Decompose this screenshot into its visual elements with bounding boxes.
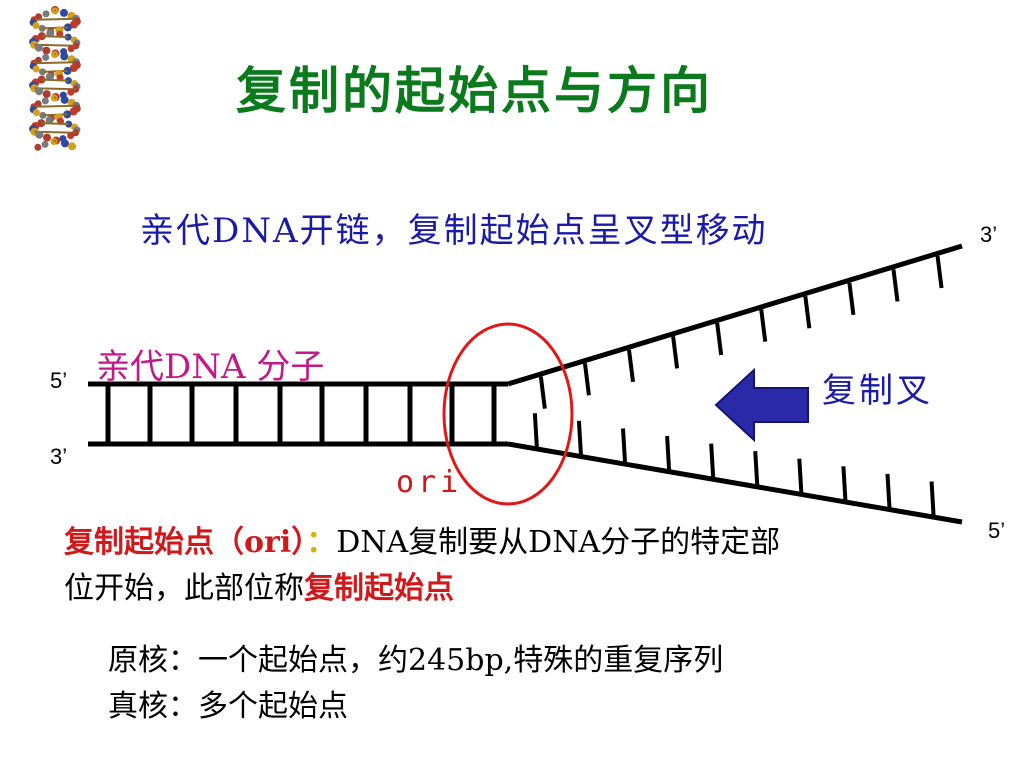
fork-tick — [538, 376, 547, 409]
eukaryote-note: 真核：多个起始点 — [108, 689, 348, 724]
helix-atom — [32, 22, 40, 29]
helix-atom — [32, 109, 40, 116]
fork-tick — [753, 451, 760, 486]
end-label-left-top: 5’ — [50, 368, 68, 393]
fork-tick — [665, 435, 672, 471]
fork-tick — [797, 458, 804, 493]
helix-atom — [67, 88, 75, 96]
helix-atom — [45, 116, 54, 125]
base-pair-rungs — [105, 384, 497, 444]
fork-lower-ticks — [532, 413, 936, 516]
helix-atom — [42, 46, 51, 55]
definition-text-2: 位开始，此部位称 — [64, 571, 304, 606]
helix-atom — [35, 87, 44, 96]
helix-bond — [42, 113, 68, 117]
subtitle: 亲代DNA开链，复制起始点呈叉型移动 — [140, 211, 768, 251]
ori-label: ori — [396, 465, 463, 500]
helix-atom — [67, 132, 75, 140]
dna-helix-icon — [29, 6, 81, 151]
helix-atom — [45, 72, 54, 81]
prokaryote-note: 原核：一个起始点，约245bp,特殊的重复序列 — [108, 643, 724, 678]
fork-tick — [582, 362, 591, 396]
replication-fork-label: 复制叉 — [822, 371, 933, 411]
end-label-bottom-right: 5’ — [988, 518, 1006, 543]
definition-text-1: DNA复制要从DNA分子的特定部 — [336, 525, 781, 560]
helix-atom — [35, 130, 44, 139]
helix-bond — [33, 104, 77, 108]
fork-tick — [759, 309, 768, 342]
helix-bond — [41, 78, 69, 82]
helix-atom — [60, 139, 69, 148]
fork-tick — [576, 420, 583, 455]
helix-bond — [53, 52, 57, 56]
fork-tick — [841, 466, 848, 501]
page-title: 复制的起始点与方向 — [236, 61, 713, 120]
helix-atom — [43, 133, 52, 142]
fork-strand-lower — [507, 441, 963, 525]
fork-tick — [847, 282, 856, 316]
helix-bond — [42, 69, 68, 73]
definition-term-repeat: 复制起始点 — [304, 571, 454, 606]
fork-upper-ticks — [538, 255, 944, 409]
helix-bond — [53, 139, 57, 143]
fork-tick — [891, 269, 900, 302]
helix-atom — [69, 107, 78, 116]
definition-colon: ： — [306, 525, 337, 560]
fork-tick — [935, 255, 944, 289]
helix-atom — [60, 52, 69, 61]
helix-atom — [34, 143, 42, 151]
ori-circle — [442, 322, 574, 506]
definition-line-1: 复制起始点（ori）：DNA复制要从DNA分子的特定部 — [64, 525, 781, 561]
helix-bond — [34, 17, 76, 21]
helix-atom — [42, 90, 51, 99]
fork-tick — [885, 473, 892, 509]
helix-atom — [68, 142, 77, 151]
helix-atom — [69, 64, 78, 72]
fork-tick — [671, 336, 680, 369]
helix-atom — [63, 23, 72, 32]
helix-atom — [37, 32, 46, 41]
fork-tick — [803, 295, 812, 329]
helix-atom — [32, 65, 40, 73]
helix-atom — [64, 77, 72, 85]
helix-atom — [60, 95, 69, 104]
left-arrow-icon — [714, 367, 809, 443]
fork-tick — [627, 349, 635, 383]
helix-bond — [53, 96, 57, 99]
definition-line-2: 位开始，此部位称复制起始点 — [64, 571, 454, 607]
helix-atom — [42, 53, 50, 61]
helix-bond — [33, 61, 77, 65]
helix-atom — [42, 10, 50, 18]
fork-tick — [621, 428, 628, 463]
parent-dna-label: 亲代DNA 分子 — [96, 347, 325, 387]
helix-atom — [41, 140, 49, 148]
end-label-top-right: 3’ — [980, 222, 998, 247]
fork-tick — [715, 322, 724, 356]
helix-atom — [69, 20, 78, 29]
helix-atom — [34, 43, 43, 52]
helix-bond — [41, 122, 69, 126]
definition-term: 复制起始点（ori） — [64, 525, 307, 560]
fork-tick — [532, 413, 539, 448]
helix-bond — [41, 35, 69, 39]
helix-atom — [64, 33, 72, 41]
helix-atom — [67, 45, 75, 53]
fork-tick — [929, 481, 936, 516]
helix-bond — [42, 26, 68, 30]
fork-tick — [709, 443, 716, 478]
helix-atom — [41, 97, 49, 105]
helix-atom — [46, 29, 55, 38]
helix-atom — [59, 8, 68, 17]
end-label-left-bottom: 3’ — [50, 444, 68, 469]
fork-strand-upper — [507, 243, 963, 387]
